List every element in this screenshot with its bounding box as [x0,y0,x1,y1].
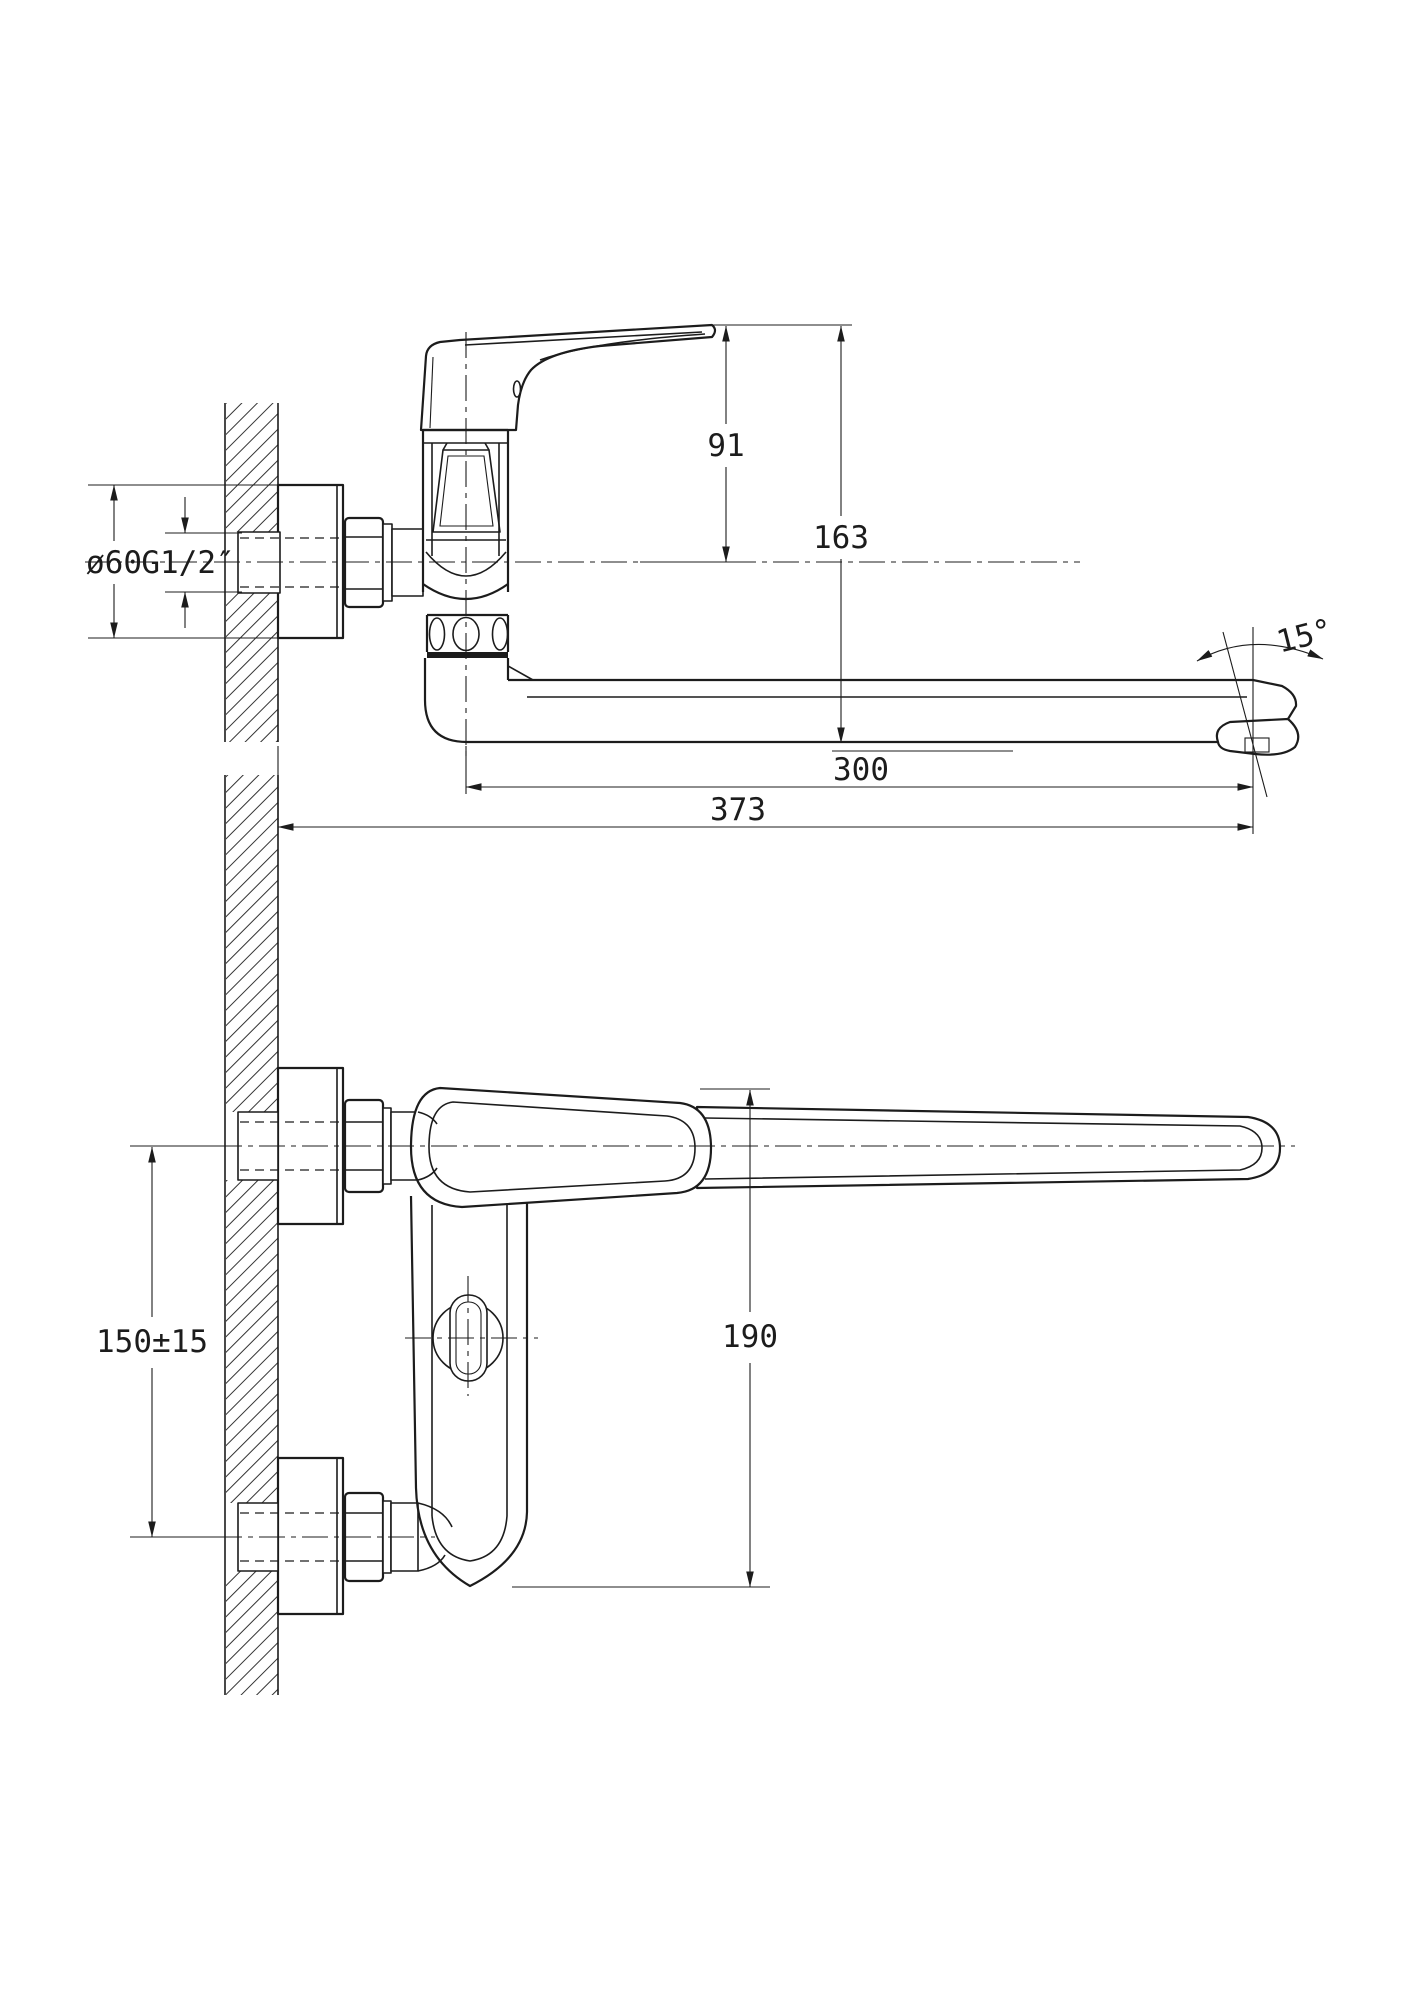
spout-tip [1252,678,1298,720]
body-plan [409,1190,529,1588]
dim-thread-label: G1/2″ [141,545,234,581]
cartridge-cover [432,449,501,533]
wall-section-plan [224,775,279,1695]
spout [467,678,1300,756]
dim-overall-height: 163 [813,325,1013,752]
dim-spout-reach-label: 300 [833,752,889,788]
lever-handle [419,323,717,432]
lever-handle-plan [409,1086,713,1572]
dim-overall-depth-label: 373 [710,792,766,828]
dim-overall-height-label: 163 [813,520,869,556]
dim-flange-diameter: ø60 [86,484,343,639]
dim-spout-angle-label: 15° [1273,612,1336,660]
dim-spout-reach: 300 [465,746,1254,794]
spout-elbow [423,658,534,744]
dim-body-length-label: 190 [722,1319,778,1355]
dim-thread: G1/2″ [141,497,242,628]
spout-plan [695,1105,1282,1190]
aerator [1215,717,1300,756]
dim-lever-height: 91 [640,324,852,563]
dim-centers-spacing-label: 150±15 [96,1324,208,1360]
swivel-collar [425,613,510,658]
dim-body-length: 190 [512,1088,778,1588]
faucet-body [419,323,717,744]
dim-flange-diameter-label: ø60 [86,545,142,581]
wall-section [224,403,279,742]
dim-spout-angle: 15° [1196,612,1336,798]
dim-overall-depth: 373 [277,627,1254,834]
plan-view: 150±15 190 [96,775,1295,1695]
dim-centers-spacing: 150±15 [96,1145,220,1538]
dim-lever-height-label: 91 [707,428,744,464]
side-view: ø60 G1/2″ 91 163 300 [85,323,1336,834]
lever-screw-cap [512,380,522,398]
